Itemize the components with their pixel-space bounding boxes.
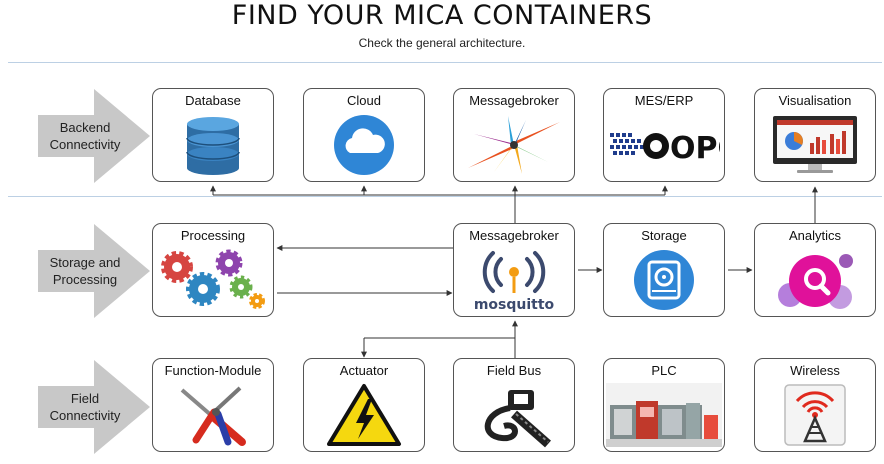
box-label: Visualisation xyxy=(778,93,852,108)
container-function-module[interactable]: Function-Module xyxy=(152,358,274,452)
box-label: Function-Module xyxy=(164,363,262,378)
container-processing[interactable]: Processing xyxy=(152,223,274,317)
container-database[interactable]: Database xyxy=(152,88,274,182)
database-icon xyxy=(153,113,273,177)
container-analytics[interactable]: Analytics xyxy=(754,223,876,317)
box-label: MES/ERP xyxy=(634,93,694,108)
container-wireless[interactable]: Wireless xyxy=(754,358,876,452)
box-label: Database xyxy=(185,93,241,108)
box-label: Messagebroker xyxy=(469,228,559,243)
container-messagebroker-mosquitto[interactable]: Messagebroker mosquitto xyxy=(453,223,575,317)
wireless-tower-icon xyxy=(755,383,875,447)
page-subtitle: Check the general architecture. xyxy=(358,36,526,50)
container-mes-erp[interactable]: MES/ERP OPC xyxy=(603,88,725,182)
container-plc[interactable]: PLC xyxy=(603,358,725,452)
high-voltage-icon xyxy=(304,383,424,447)
divider-top xyxy=(8,62,882,63)
box-label: Cloud xyxy=(347,93,381,108)
opc-logo-text: OPC xyxy=(670,131,720,165)
plc-machine-icon xyxy=(604,383,724,447)
monitor-dashboard-icon xyxy=(755,113,875,177)
box-label: Storage xyxy=(641,228,687,243)
ethernet-cable-icon xyxy=(454,383,574,448)
box-label: Wireless xyxy=(790,363,840,378)
cloud-icon xyxy=(304,113,424,177)
box-label: Actuator xyxy=(339,363,389,378)
container-field-bus[interactable]: Field Bus xyxy=(453,358,575,452)
analytics-search-icon xyxy=(755,248,875,312)
container-actuator[interactable]: Actuator xyxy=(303,358,425,452)
opc-logo-icon: OPC xyxy=(604,113,724,177)
box-label: Messagebroker xyxy=(469,93,559,108)
container-messagebroker-backend[interactable]: Messagebroker xyxy=(453,88,575,182)
container-cloud[interactable]: Cloud xyxy=(303,88,425,182)
gears-icon xyxy=(153,248,273,312)
box-label: PLC xyxy=(651,363,677,378)
container-storage[interactable]: Storage xyxy=(603,223,725,317)
hard-drive-icon xyxy=(604,248,724,312)
divider-middle xyxy=(8,196,882,197)
tools-icon xyxy=(153,383,273,447)
container-visualisation[interactable]: Visualisation xyxy=(754,88,876,182)
box-label: Processing xyxy=(180,228,246,243)
box-label: Analytics xyxy=(788,228,842,243)
page-title: FIND YOUR MICA CONTAINERS xyxy=(231,0,653,31)
mosquitto-logo-icon: mosquitto xyxy=(454,248,574,313)
box-label: Field Bus xyxy=(486,363,542,378)
star-logo-icon xyxy=(454,113,574,177)
mosquitto-logo-text: mosquitto xyxy=(474,297,555,313)
